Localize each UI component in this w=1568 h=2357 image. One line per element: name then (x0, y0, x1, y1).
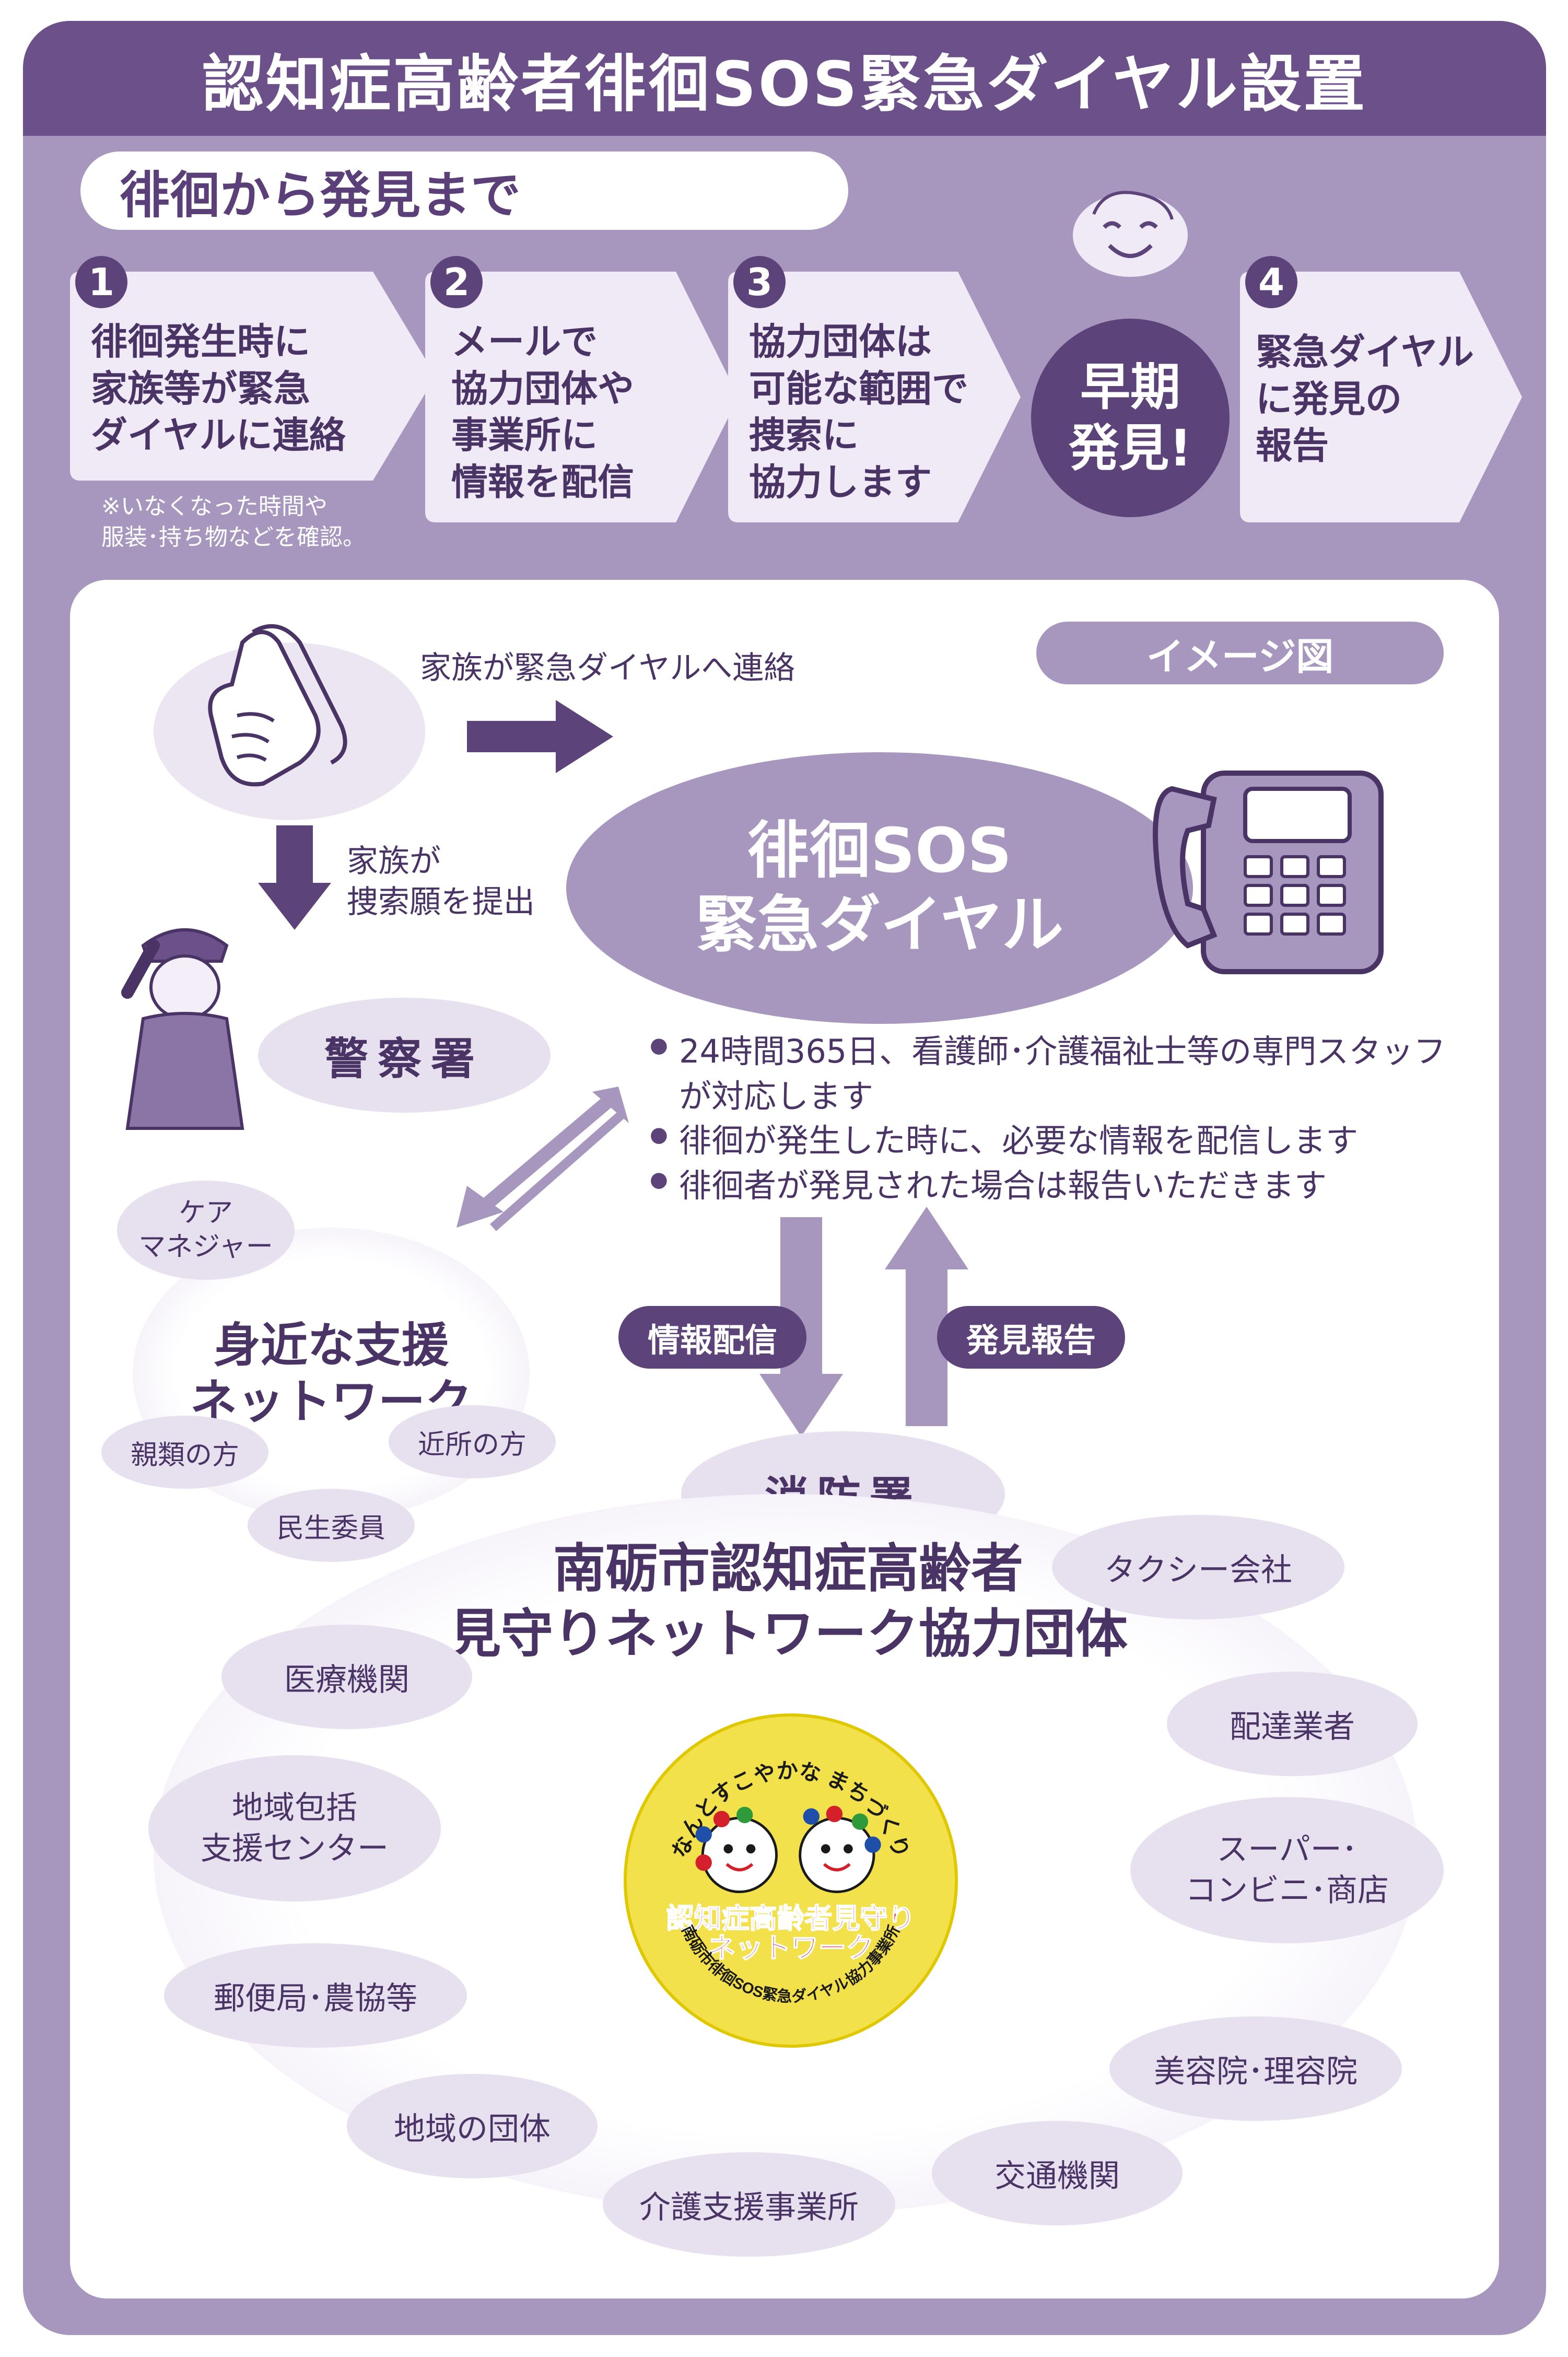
partner-community-center-label: 地域包括 支援センター (201, 1790, 389, 1867)
partner-transport-label: 交通機関 (994, 2157, 1120, 2195)
early-discovery-text: 早期 発見! (1069, 357, 1192, 477)
network-title: 南砺市認知症高齢者 見守りネットワーク協力団体 (449, 1538, 1128, 1664)
partner-beauty-salon: 美容院･理容院 (1109, 2016, 1402, 2121)
section-heading: 徘徊から発見まで (120, 166, 521, 225)
partner-beauty-salon-label: 美容院･理容院 (1154, 2053, 1358, 2090)
step-1-note: ※いなくなった時間や 服装･持ち物などを確認。 (101, 493, 366, 551)
telephone-icon (1153, 771, 1384, 974)
network-logo-badge: なんとすこやかな まちづくり 認知症高齢者見守り ネットワーク 南砺市徘徊SOS… (624, 1713, 958, 2048)
step-text: メールで 協力団体や 事業所に 情報を配信 (451, 320, 634, 504)
step-number-badge: 2 (430, 256, 483, 308)
logo-character-right-icon (799, 1805, 881, 1894)
logo-character-left-icon (695, 1806, 778, 1894)
sos-dial-ellipse: 徘徊SOS 緊急ダイヤル (566, 752, 1193, 1024)
step-text: 緊急ダイヤル に発見の 報告 (1256, 331, 1474, 468)
step-text: 協力団体は 可能な範囲で 捜索に 協力します (749, 320, 968, 504)
partner-care-office-label: 介護支援事業所 (639, 2189, 859, 2226)
discovery-report-label: 発見報告 (966, 1321, 1096, 1359)
service-bullets: 24時間365日、看護師･介護福祉士等の専門スタッフ が対応します 徘徊が発生し… (650, 1029, 1446, 1208)
care-manager-bubble: ケア マネジャー (117, 1181, 295, 1280)
police-station-label: 警察署 (324, 1033, 484, 1084)
relatives-bubble: 親類の方 (101, 1416, 268, 1489)
info-delivery-label: 情報配信 (647, 1321, 777, 1359)
bullet-item: 24時間365日、看護師･介護福祉士等の専門スタッフ が対応します (650, 1029, 1446, 1118)
neighbors-label: 近所の方 (417, 1429, 526, 1461)
welfare-commissioner-label: 民生委員 (276, 1512, 385, 1544)
title-band: 認知症高齢者徘徊SOS緊急ダイヤル設置 (23, 21, 1546, 136)
step-arrow-shape (728, 272, 1021, 522)
poster-background: 認知症高齢者徘徊SOS緊急ダイヤル設置 徘徊から発見まで 1 徘徊発生時に 家族… (23, 21, 1546, 2335)
partner-transport: 交通機関 (932, 2121, 1183, 2225)
relatives-label: 親類の方 (130, 1439, 239, 1471)
welfare-commissioner-bubble: 民生委員 (248, 1489, 415, 1562)
arrow-down-icon (258, 825, 331, 930)
family-call-label: 家族が緊急ダイヤルへ連絡 (420, 650, 795, 686)
partner-supermarket-label: スーパー･ コンビニ･商店 (1185, 1831, 1389, 1909)
partner-post-office: 郵便局･農協等 (164, 1943, 467, 2048)
police-officer-icon (121, 928, 244, 1130)
partner-local-groups-label: 地域の団体 (394, 2110, 551, 2148)
partner-taxi-label: タクシー会社 (1104, 1551, 1292, 1589)
partner-supermarket: スーパー･ コンビニ･商店 (1130, 1797, 1444, 1943)
step-arrow-shape (1240, 272, 1522, 522)
image-label: イメージ図 (1146, 634, 1334, 679)
two-way-arrow-icon (457, 1087, 629, 1231)
partner-delivery-label: 配達業者 (1230, 1708, 1355, 1745)
partner-medical: 医療機関 (221, 1625, 472, 1729)
logo-main-line1: 認知症高齢者見守り (666, 1903, 916, 1934)
discovery-report-pill: 発見報告 (937, 1306, 1125, 1369)
step-arrow-shape (425, 272, 739, 522)
arrow-right-icon (467, 700, 613, 773)
arrow-up-icon (885, 1207, 968, 1426)
step-number-badge: 4 (1245, 256, 1297, 308)
partner-medical-label: 医療機関 (284, 1661, 409, 1698)
step-2: 2 メールで 協力団体や 事業所に 情報を配信 (420, 256, 744, 533)
bullet-item: 徘徊者が発見された場合は報告いただきます (650, 1163, 1446, 1208)
step-text: 徘徊発生時に 家族等が緊急 ダイヤルに連絡 (91, 320, 346, 457)
step-number-badge: 1 (75, 256, 127, 308)
image-label-pill: イメージ図 (1036, 622, 1444, 684)
step-1: 1 徘徊発生時に 家族等が緊急 ダイヤルに連絡 (65, 256, 441, 491)
police-request-label: 家族が 捜索願を提出 (347, 843, 535, 920)
step-3: 3 協力団体は 可能な範囲で 捜索に 協力します (723, 256, 1026, 533)
info-delivery-pill: 情報配信 (618, 1306, 806, 1369)
partner-care-office: 介護支援事業所 (603, 2152, 895, 2257)
partner-post-office-label: 郵便局･農協等 (214, 1980, 417, 2017)
page-title: 認知症高齢者徘徊SOS緊急ダイヤル設置 (202, 48, 1367, 120)
step-number-badge: 3 (733, 256, 786, 308)
early-discovery-circle: 早期 発見! (1031, 319, 1230, 517)
bullet-item: 徘徊が発生した時に、必要な情報を配信します (650, 1118, 1446, 1163)
sos-dial-text: 徘徊SOS 緊急ダイヤル (695, 814, 1064, 961)
partner-local-groups: 地域の団体 (347, 2074, 598, 2178)
care-manager-label: ケア マネジャー (138, 1197, 273, 1263)
police-station: 警察署 (258, 998, 551, 1113)
step-4: 4 緊急ダイヤル に発見の 報告 (1235, 256, 1527, 533)
hand-phone-icon (154, 624, 425, 820)
partner-taxi: タクシー会社 (1052, 1515, 1344, 1619)
network-logo-graphic: なんとすこやかな まちづくり 認知症高齢者見守り ネットワーク 南砺市徘徊SOS… (666, 1758, 916, 2005)
partner-delivery: 配達業者 (1167, 1672, 1418, 1776)
partner-community-center: 地域包括 支援センター (148, 1755, 441, 1901)
smiley-face-icon (1073, 191, 1188, 277)
step-arrow-shape (70, 272, 436, 481)
section-heading-pill: 徘徊から発見まで (80, 151, 848, 230)
logo-main-line2: ネットワーク (708, 1933, 874, 1964)
neighbors-bubble: 近所の方 (389, 1405, 556, 1478)
